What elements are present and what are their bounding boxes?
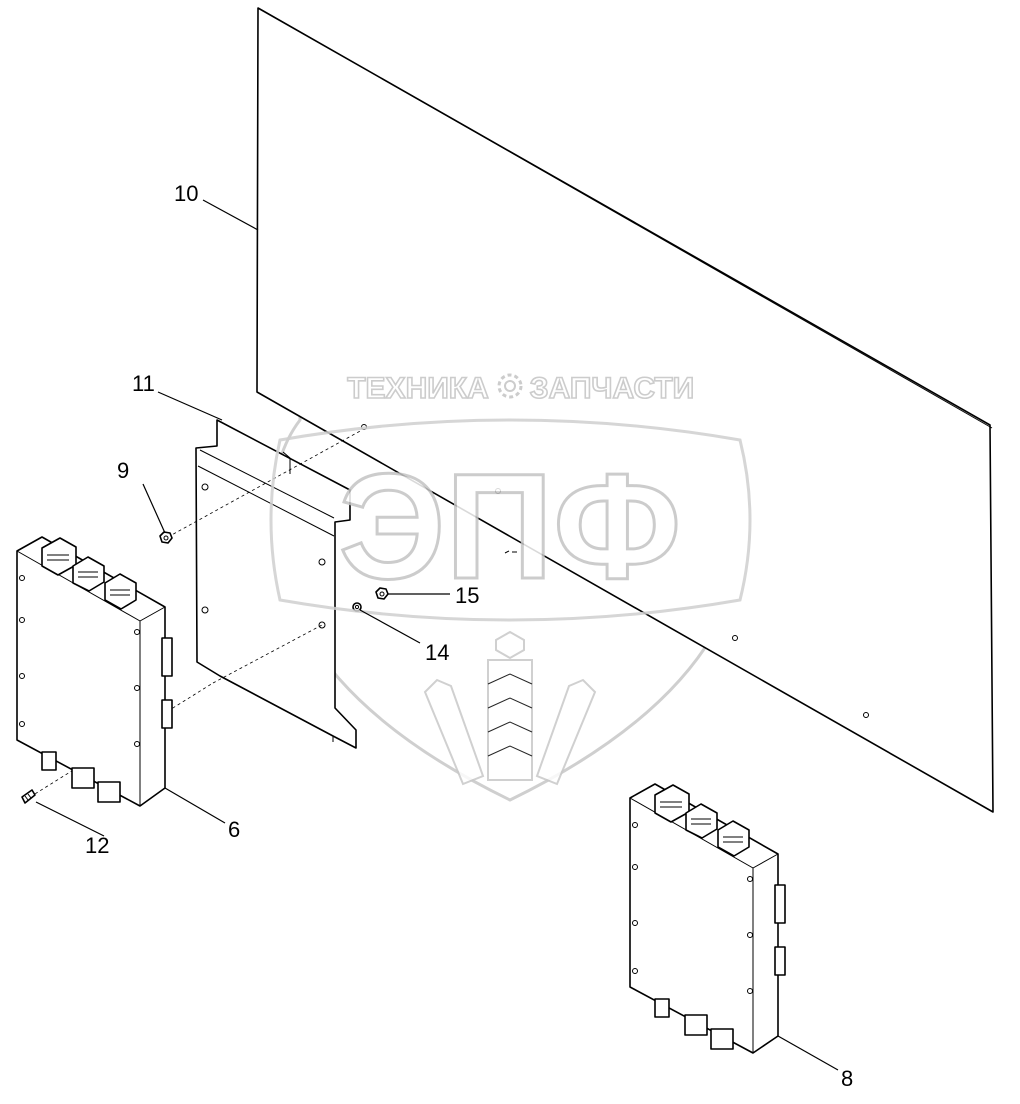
callout-12: 12 xyxy=(85,833,109,858)
watermark-monogram: ЭПФ xyxy=(339,442,682,610)
screw-12 xyxy=(21,789,36,804)
wheat-ears-icon xyxy=(423,630,597,786)
callout-9: 9 xyxy=(117,458,129,483)
controller-module-6 xyxy=(16,536,173,807)
controller-module-8 xyxy=(629,783,786,1054)
callout-14: 14 xyxy=(425,640,449,665)
nut-15 xyxy=(375,587,389,600)
callout-15: 15 xyxy=(455,583,479,608)
gear-icon xyxy=(497,373,523,399)
callout-11: 11 xyxy=(132,371,155,396)
watermark: ТЕХНИКА ЗАПЧАСТИ ЭПФ xyxy=(269,371,752,786)
callout-10: 10 xyxy=(174,181,198,206)
watermark-text-left: ТЕХНИКА xyxy=(347,372,489,405)
watermark-text-right: ЗАПЧАСТИ xyxy=(530,372,694,405)
callout-6: 6 xyxy=(228,817,240,842)
callout-8: 8 xyxy=(841,1066,853,1091)
nut-9 xyxy=(159,531,173,544)
panel-10 xyxy=(256,7,994,813)
